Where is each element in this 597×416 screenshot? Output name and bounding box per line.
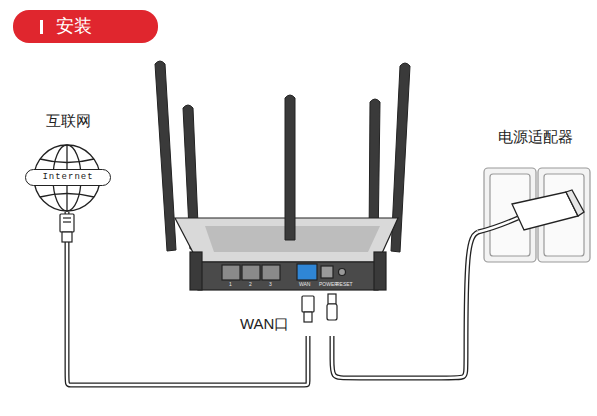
cable-core bbox=[67, 212, 308, 385]
adapter-cable bbox=[478, 218, 518, 232]
power-plug bbox=[327, 294, 337, 320]
internet-tag: Internet bbox=[25, 169, 110, 186]
cable-outline bbox=[332, 232, 478, 378]
node-heading: 电源适配器 bbox=[498, 128, 573, 146]
node-heading: 互联网 bbox=[46, 112, 91, 130]
internet-globe: 互联网 Internet bbox=[18, 112, 118, 212]
header-bar bbox=[40, 20, 43, 34]
port-marking: POWER bbox=[319, 281, 338, 287]
cable bbox=[67, 212, 308, 385]
section-title: 安装 bbox=[56, 10, 92, 43]
adapter-cable bbox=[478, 218, 518, 232]
port-marking: 3 bbox=[269, 281, 272, 287]
antenna bbox=[285, 95, 295, 240]
port-marking: 2 bbox=[249, 281, 252, 287]
cable-core bbox=[332, 232, 478, 378]
router: WAN口 bbox=[238, 190, 378, 336]
port-marking: WAN bbox=[299, 281, 310, 287]
wall-socket bbox=[484, 168, 590, 262]
power-adapter bbox=[512, 190, 584, 230]
rj45-plug bbox=[60, 214, 314, 322]
port-marking: RESET bbox=[336, 281, 353, 287]
port-marking: 1 bbox=[229, 281, 232, 287]
cable-outline bbox=[67, 212, 308, 385]
power-adapter: 电源适配器 bbox=[478, 120, 592, 270]
port-label: WAN口 bbox=[240, 315, 289, 333]
cable bbox=[332, 232, 478, 378]
